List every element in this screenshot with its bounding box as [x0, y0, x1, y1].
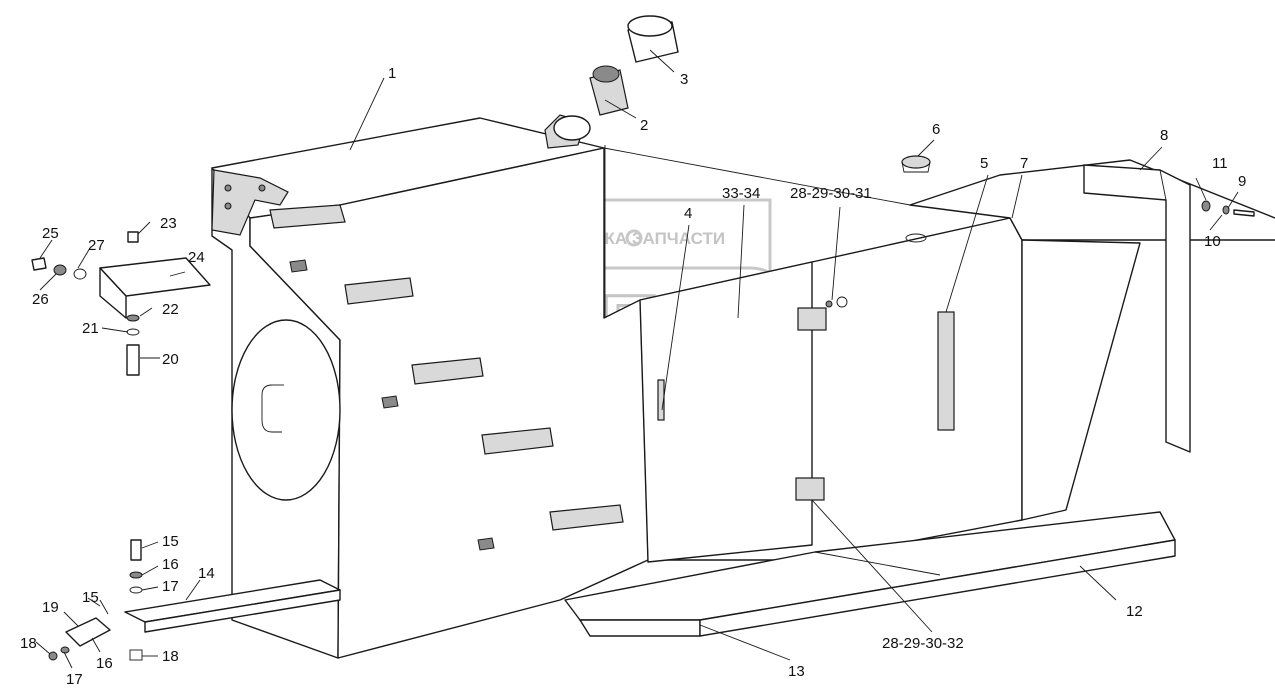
callout-10: 10	[1204, 233, 1221, 250]
callout-1: 1	[388, 65, 396, 82]
callout-5: 5	[980, 155, 988, 172]
fastener-parts-9-10-11	[1201, 200, 1255, 217]
callout-20: 20	[162, 351, 179, 368]
callout-4: 4	[684, 205, 692, 222]
callout-17-upper: 17	[162, 578, 179, 595]
callout-25: 25	[42, 225, 59, 242]
callout-12: 12	[1126, 603, 1143, 620]
bracket-part-24	[31, 231, 211, 376]
slot-part-5	[937, 311, 955, 431]
rail-part-14	[124, 579, 341, 633]
callout-16-upper: 16	[162, 556, 179, 573]
callout-24: 24	[188, 249, 205, 266]
callout-11: 11	[1212, 155, 1228, 172]
callout-2: 2	[640, 117, 648, 134]
callout-28-29-30-31: 28-29-30-31	[790, 185, 872, 202]
callout-23: 23	[160, 215, 177, 232]
callout-14: 14	[198, 565, 215, 582]
callout-8: 8	[1160, 127, 1168, 144]
callout-15-lower: 15	[82, 589, 99, 606]
callout-27: 27	[88, 237, 105, 254]
callout-22: 22	[162, 301, 179, 318]
callout-21: 21	[82, 320, 99, 337]
callout-9: 9	[1238, 173, 1246, 190]
callout-15-upper: 15	[162, 533, 179, 550]
callout-3: 3	[680, 71, 688, 88]
callout-13: 13	[788, 663, 805, 680]
callout-16-lower: 16	[96, 655, 113, 672]
callout-18-right: 18	[162, 648, 179, 665]
callout-33-34: 33-34	[722, 185, 760, 202]
callout-labels: 1 2 3 4 5 6 7 8 9 10 11 12 13 14 15 15 1…	[20, 65, 1246, 688]
cap-part-6	[901, 155, 931, 243]
callout-7: 7	[1020, 155, 1028, 172]
callout-18-left: 18	[20, 635, 37, 652]
filler-neck-assembly	[544, 15, 679, 149]
callout-28-29-30-32: 28-29-30-32	[882, 635, 964, 652]
callout-6: 6	[932, 121, 940, 138]
bracket-part-8	[1083, 164, 1191, 453]
mounting-plates	[269, 204, 624, 551]
inspection-cover	[231, 319, 341, 501]
access-door	[639, 261, 848, 563]
callout-19: 19	[42, 599, 59, 616]
callout-17-lower: 17	[66, 671, 83, 688]
fastener-parts-15-19	[48, 539, 143, 661]
footstep-parts-12-13	[564, 511, 1176, 637]
leader-lines	[35, 49, 1239, 669]
callout-26: 26	[32, 291, 49, 308]
